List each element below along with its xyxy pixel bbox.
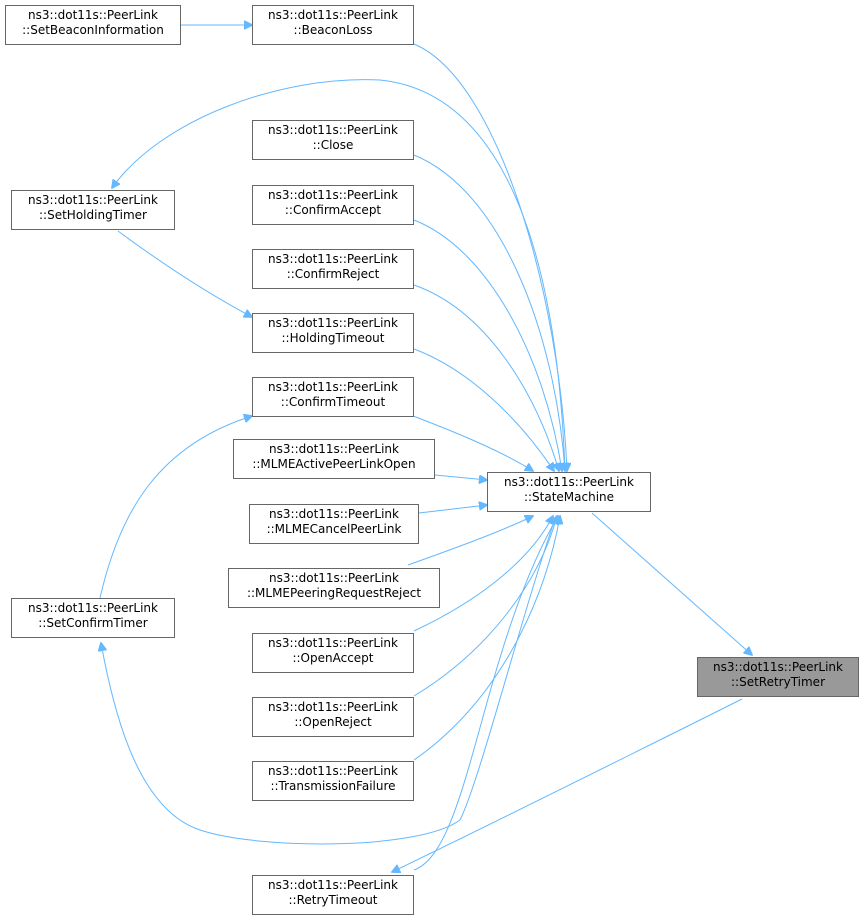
node-setholdingtimer[interactable]: ns3::dot11s::PeerLink ::SetHoldingTimer bbox=[11, 190, 175, 230]
node-label-line1: ns3::dot11s::PeerLink bbox=[268, 188, 398, 202]
edge-transmissionfailure-statemachine bbox=[413, 516, 560, 761]
edge-setholdingtimer-holdingtimeout bbox=[117, 230, 252, 317]
node-close[interactable]: ns3::dot11s::PeerLink ::Close bbox=[252, 120, 414, 160]
node-label-line1: ns3::dot11s::PeerLink bbox=[268, 316, 398, 330]
node-statemachine[interactable]: ns3::dot11s::PeerLink ::StateMachine bbox=[487, 472, 651, 512]
edge-openaccept-statemachine bbox=[413, 516, 553, 632]
node-label-line1: ns3::dot11s::PeerLink bbox=[268, 700, 398, 714]
edge-mlmepeeringrequestreject-statemachine bbox=[407, 516, 533, 566]
edge-statemachine-setholdingtimer bbox=[112, 79, 566, 472]
node-label-line2: ::SetHoldingTimer bbox=[39, 208, 147, 222]
node-label-line1: ns3::dot11s::PeerLink bbox=[268, 380, 398, 394]
node-openaccept[interactable]: ns3::dot11s::PeerLink ::OpenAccept bbox=[252, 633, 414, 673]
node-transmissionfailure[interactable]: ns3::dot11s::PeerLink ::TransmissionFail… bbox=[252, 761, 414, 801]
node-holdingtimeout[interactable]: ns3::dot11s::PeerLink ::HoldingTimeout bbox=[252, 313, 414, 353]
node-label-line2: ::TransmissionFailure bbox=[270, 779, 396, 793]
node-confirmreject[interactable]: ns3::dot11s::PeerLink ::ConfirmReject bbox=[252, 249, 414, 289]
node-confirmtimeout[interactable]: ns3::dot11s::PeerLink ::ConfirmTimeout bbox=[252, 377, 414, 417]
node-retrytimeout[interactable]: ns3::dot11s::PeerLink ::RetryTimeout bbox=[252, 875, 414, 915]
edge-confirmreject-statemachine bbox=[413, 284, 559, 471]
node-label-line2: ::HoldingTimeout bbox=[281, 331, 385, 345]
node-openreject[interactable]: ns3::dot11s::PeerLink ::OpenReject bbox=[252, 697, 414, 737]
node-label-line2: ::MLMEActivePeerLinkOpen bbox=[252, 457, 416, 471]
node-label-line2: ::RetryTimeout bbox=[288, 893, 378, 907]
node-label-line2: ::SetConfirmTimer bbox=[38, 616, 148, 630]
edge-confirmtimeout-statemachine bbox=[407, 413, 533, 471]
node-label-line1: ns3::dot11s::PeerLink bbox=[268, 123, 398, 137]
node-confirmaccept[interactable]: ns3::dot11s::PeerLink ::ConfirmAccept bbox=[252, 185, 414, 225]
node-label-line1: ns3::dot11s::PeerLink bbox=[268, 764, 398, 778]
node-label-line2: ::ConfirmTimeout bbox=[280, 395, 386, 409]
node-label-line2: ::Close bbox=[312, 138, 354, 152]
node-label-line2: ::SetBeaconInformation bbox=[22, 23, 164, 37]
node-label-line2: ::OpenAccept bbox=[292, 651, 374, 665]
edge-setconfirmtimer-confirmtimeout bbox=[99, 416, 252, 599]
node-label-line1: ns3::dot11s::PeerLink bbox=[269, 442, 399, 456]
node-mlmepeeringrequestreject[interactable]: ns3::dot11s::PeerLink ::MLMEPeeringReque… bbox=[228, 568, 440, 608]
edge-confirmaccept-statemachine bbox=[413, 219, 562, 471]
node-label-line1: ns3::dot11s::PeerLink bbox=[269, 571, 399, 585]
node-label-line2: ::MLMEPeeringRequestReject bbox=[246, 586, 422, 600]
node-label-line1: ns3::dot11s::PeerLink bbox=[268, 636, 398, 650]
edge-holdingtimeout-statemachine bbox=[413, 348, 554, 471]
edge-mlmecancelpeerlink-statemachine bbox=[418, 505, 487, 514]
edge-statemachine-setconfirmtimer bbox=[101, 515, 557, 845]
node-label-line1: ns3::dot11s::PeerLink bbox=[28, 601, 158, 615]
node-label-line1: ns3::dot11s::PeerLink bbox=[28, 8, 158, 22]
node-label-line2: ::BeaconLoss bbox=[293, 23, 373, 37]
node-label-line1: ns3::dot11s::PeerLink bbox=[713, 660, 843, 674]
node-label-line2: ::ConfirmAccept bbox=[284, 203, 382, 217]
node-label-line1: ns3::dot11s::PeerLink bbox=[28, 193, 158, 207]
node-mlmecancelpeerlink[interactable]: ns3::dot11s::PeerLink ::MLMECancelPeerLi… bbox=[249, 504, 419, 544]
node-label-line1: ns3::dot11s::PeerLink bbox=[268, 8, 398, 22]
node-label-line1: ns3::dot11s::PeerLink bbox=[268, 252, 398, 266]
node-label-line1: ns3::dot11s::PeerLink bbox=[268, 878, 398, 892]
edge-retrytimeout-statemachine bbox=[413, 516, 558, 871]
edge-beaconloss-statemachine bbox=[413, 43, 567, 471]
edge-statemachine-setretrytimer bbox=[591, 512, 752, 655]
edge-openreject-statemachine bbox=[413, 516, 557, 697]
node-label-line2: ::ConfirmReject bbox=[286, 267, 380, 281]
node-label-line1: ns3::dot11s::PeerLink bbox=[269, 507, 399, 521]
edge-close-statemachine bbox=[413, 154, 565, 471]
node-label-line2: ::StateMachine bbox=[523, 490, 615, 504]
node-setbeaconinformation[interactable]: ns3::dot11s::PeerLink ::SetBeaconInforma… bbox=[5, 5, 181, 45]
node-setretrytimer[interactable]: ns3::dot11s::PeerLink ::SetRetryTimer bbox=[697, 657, 859, 697]
node-setconfirmtimer[interactable]: ns3::dot11s::PeerLink ::SetConfirmTimer bbox=[11, 598, 175, 638]
node-mlmeactivepeerlinkopen[interactable]: ns3::dot11s::PeerLink ::MLMEActivePeerLi… bbox=[233, 439, 435, 479]
edge-setretrytimer-retrytimeout bbox=[392, 698, 743, 872]
node-label-line1: ns3::dot11s::PeerLink bbox=[504, 475, 634, 489]
node-label-line2: ::SetRetryTimer bbox=[730, 675, 825, 689]
node-beaconloss[interactable]: ns3::dot11s::PeerLink ::BeaconLoss bbox=[252, 5, 414, 45]
node-label-line2: ::OpenReject bbox=[294, 715, 372, 729]
edge-mlmeactivepeerlinkopen-statemachine bbox=[434, 474, 487, 480]
node-label-line2: ::MLMECancelPeerLink bbox=[266, 522, 402, 536]
